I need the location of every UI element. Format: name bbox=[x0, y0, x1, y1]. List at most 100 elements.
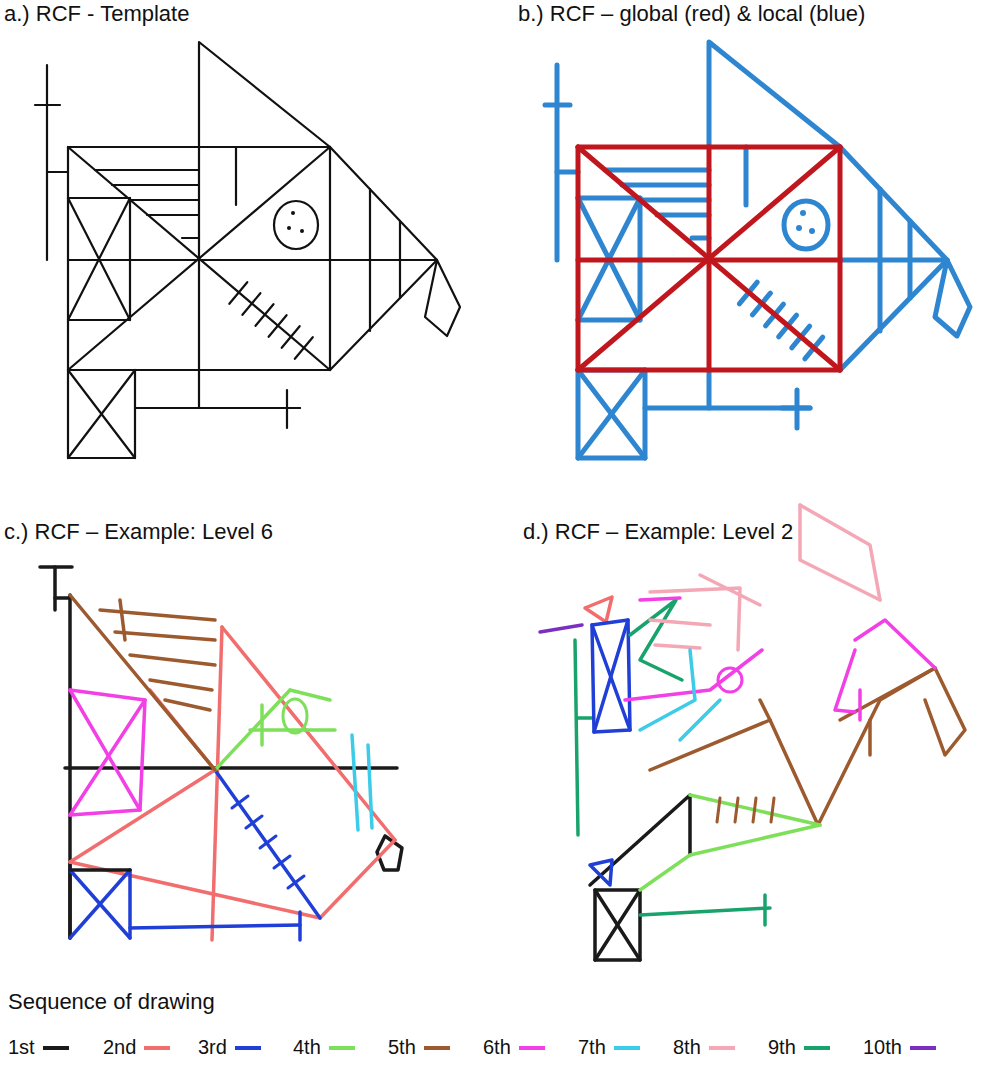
freehand-stroke bbox=[595, 890, 640, 960]
panel-title: b.) RCF – global (red) & local (blue) bbox=[518, 2, 865, 26]
freehand-stroke bbox=[640, 825, 820, 890]
freehand-stroke bbox=[763, 895, 767, 925]
local-stroke bbox=[135, 407, 300, 409]
circle-stroke bbox=[718, 668, 742, 692]
legend-text: 1st bbox=[8, 1036, 35, 1059]
legend-swatch bbox=[235, 1046, 261, 1050]
local-stroke bbox=[840, 258, 947, 263]
local-stroke bbox=[147, 214, 199, 216]
freehand-stroke bbox=[540, 625, 582, 632]
local-stroke bbox=[130, 199, 199, 201]
panel-title: c.) RCF – Example: Level 6 bbox=[4, 520, 273, 544]
level2-drawing bbox=[540, 505, 965, 960]
freehand-stroke bbox=[592, 620, 630, 732]
circle-stroke bbox=[274, 201, 318, 249]
local-stroke bbox=[555, 65, 560, 260]
legend-item: 10th bbox=[863, 1036, 936, 1059]
global-stroke bbox=[198, 147, 200, 370]
legend-text: 2nd bbox=[103, 1036, 136, 1059]
freehand-stroke bbox=[70, 700, 145, 815]
freehand-stroke bbox=[368, 745, 372, 828]
legend-item: 3rd bbox=[198, 1036, 261, 1059]
freehand-stroke bbox=[690, 795, 820, 825]
freehand-stroke bbox=[800, 505, 880, 600]
legend-item: 7th bbox=[578, 1036, 640, 1059]
local-stroke bbox=[112, 184, 199, 186]
freehand-stroke bbox=[655, 645, 700, 648]
global-stroke bbox=[578, 147, 840, 370]
freehand-stroke bbox=[100, 610, 215, 620]
global-stroke bbox=[329, 147, 331, 370]
freehand-stroke bbox=[320, 840, 395, 918]
local-stroke bbox=[95, 169, 199, 171]
freehand-stroke bbox=[594, 620, 628, 732]
legend-text: 8th bbox=[673, 1036, 701, 1059]
freehand-stroke bbox=[640, 650, 695, 730]
freehand-stroke bbox=[260, 705, 264, 745]
tick-stroke bbox=[288, 876, 304, 888]
local-stroke bbox=[330, 147, 437, 370]
freehand-stroke bbox=[590, 860, 612, 885]
local-stroke bbox=[182, 237, 199, 239]
freehand-stroke bbox=[70, 862, 320, 918]
tick-stroke bbox=[753, 798, 756, 822]
tick-stroke bbox=[771, 798, 774, 822]
local-stroke bbox=[840, 147, 947, 370]
tick-stroke bbox=[274, 856, 290, 868]
legend-swatch bbox=[519, 1046, 545, 1050]
legend-text: 4th bbox=[293, 1036, 321, 1059]
panel-title: d.) RCF – Example: Level 2 bbox=[523, 520, 793, 544]
local-stroke bbox=[645, 406, 810, 411]
global-stroke bbox=[578, 147, 840, 370]
freehand-stroke bbox=[640, 598, 680, 600]
global-stroke bbox=[578, 258, 840, 263]
legend-item: 6th bbox=[483, 1036, 545, 1059]
local-stroke bbox=[35, 104, 60, 106]
legend-swatch bbox=[910, 1046, 936, 1050]
tick-stroke bbox=[232, 796, 248, 808]
local-stroke bbox=[578, 370, 645, 458]
freehand-stroke bbox=[818, 668, 935, 825]
local-stroke bbox=[744, 147, 749, 205]
local-stroke bbox=[46, 65, 48, 260]
freehand-stroke bbox=[575, 640, 578, 835]
circle-stroke bbox=[784, 201, 828, 249]
legend-text: 5th bbox=[388, 1036, 416, 1059]
freehand-stroke bbox=[650, 620, 710, 625]
rcf-template bbox=[35, 42, 460, 458]
freehand-stroke bbox=[640, 908, 770, 915]
freehand-stroke bbox=[590, 795, 690, 885]
local-stroke bbox=[199, 42, 330, 147]
legend-swatch bbox=[144, 1046, 170, 1050]
local-stroke bbox=[399, 221, 401, 298]
dot bbox=[287, 226, 291, 230]
freehand-stroke bbox=[680, 700, 720, 740]
freehand-stroke bbox=[630, 600, 682, 680]
local-stroke bbox=[272, 407, 300, 409]
legend-swatch bbox=[709, 1046, 735, 1050]
global-stroke bbox=[68, 259, 330, 261]
global-stroke bbox=[67, 147, 69, 370]
local-stroke bbox=[878, 189, 883, 331]
dot bbox=[809, 228, 815, 234]
legend-item: 2nd bbox=[103, 1036, 170, 1059]
local-stroke bbox=[935, 260, 970, 336]
dot bbox=[800, 210, 806, 216]
local-stroke bbox=[578, 370, 645, 458]
legend-title: Sequence of drawing bbox=[8, 990, 215, 1014]
freehand-stroke bbox=[835, 650, 855, 712]
freehand-stroke bbox=[165, 700, 210, 710]
panel-title: a.) RCF - Template bbox=[4, 2, 189, 26]
level6-drawing bbox=[40, 567, 402, 940]
tick-stroke bbox=[735, 798, 738, 822]
local-stroke bbox=[692, 236, 709, 241]
global-stroke bbox=[68, 147, 330, 370]
freehand-stroke bbox=[150, 680, 212, 690]
local-stroke bbox=[235, 147, 237, 205]
dot bbox=[300, 229, 304, 233]
legend-item: 1st bbox=[8, 1036, 69, 1059]
ellipse-stroke bbox=[283, 699, 307, 733]
freehand-stroke bbox=[70, 870, 130, 938]
local-stroke bbox=[557, 170, 578, 175]
freehand-stroke bbox=[700, 575, 760, 605]
